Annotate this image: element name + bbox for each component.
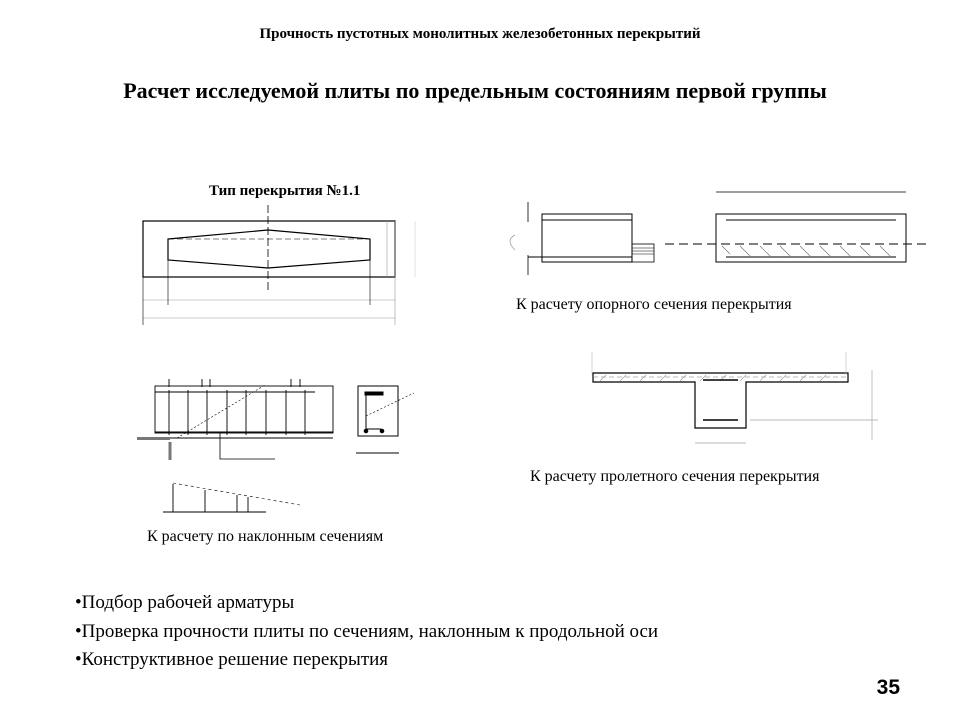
bullet-item: Проверка прочности плиты по сечениям, на… [75, 618, 658, 647]
slide-heading: Расчет исследуемой плиты по предельным с… [123, 78, 827, 103]
bullet-item: Конструктивное решение перекрытия [75, 646, 658, 675]
slide-top-title: Прочность пустотных монолитных железобет… [259, 26, 701, 42]
support-section-drawing [509, 191, 930, 275]
slab-type-label: Тип перекрытия №1.1 [209, 183, 361, 199]
span-section-drawing [591, 352, 878, 444]
bullet-item: Подбор рабочей арматуры [75, 589, 658, 618]
bullet-list: Подбор рабочей арматуры Проверка прочнос… [75, 589, 658, 675]
inclined-sections-drawing [137, 379, 415, 513]
slab-type-drawing [142, 205, 416, 325]
span-section-caption: К расчету пролетного сечения перекрытия [530, 468, 820, 485]
support-section-caption: К расчету опорного сечения перекрытия [516, 296, 792, 313]
page-number: 35 [876, 676, 900, 699]
inclined-sections-caption: К расчету по наклонным сечениям [147, 528, 384, 545]
